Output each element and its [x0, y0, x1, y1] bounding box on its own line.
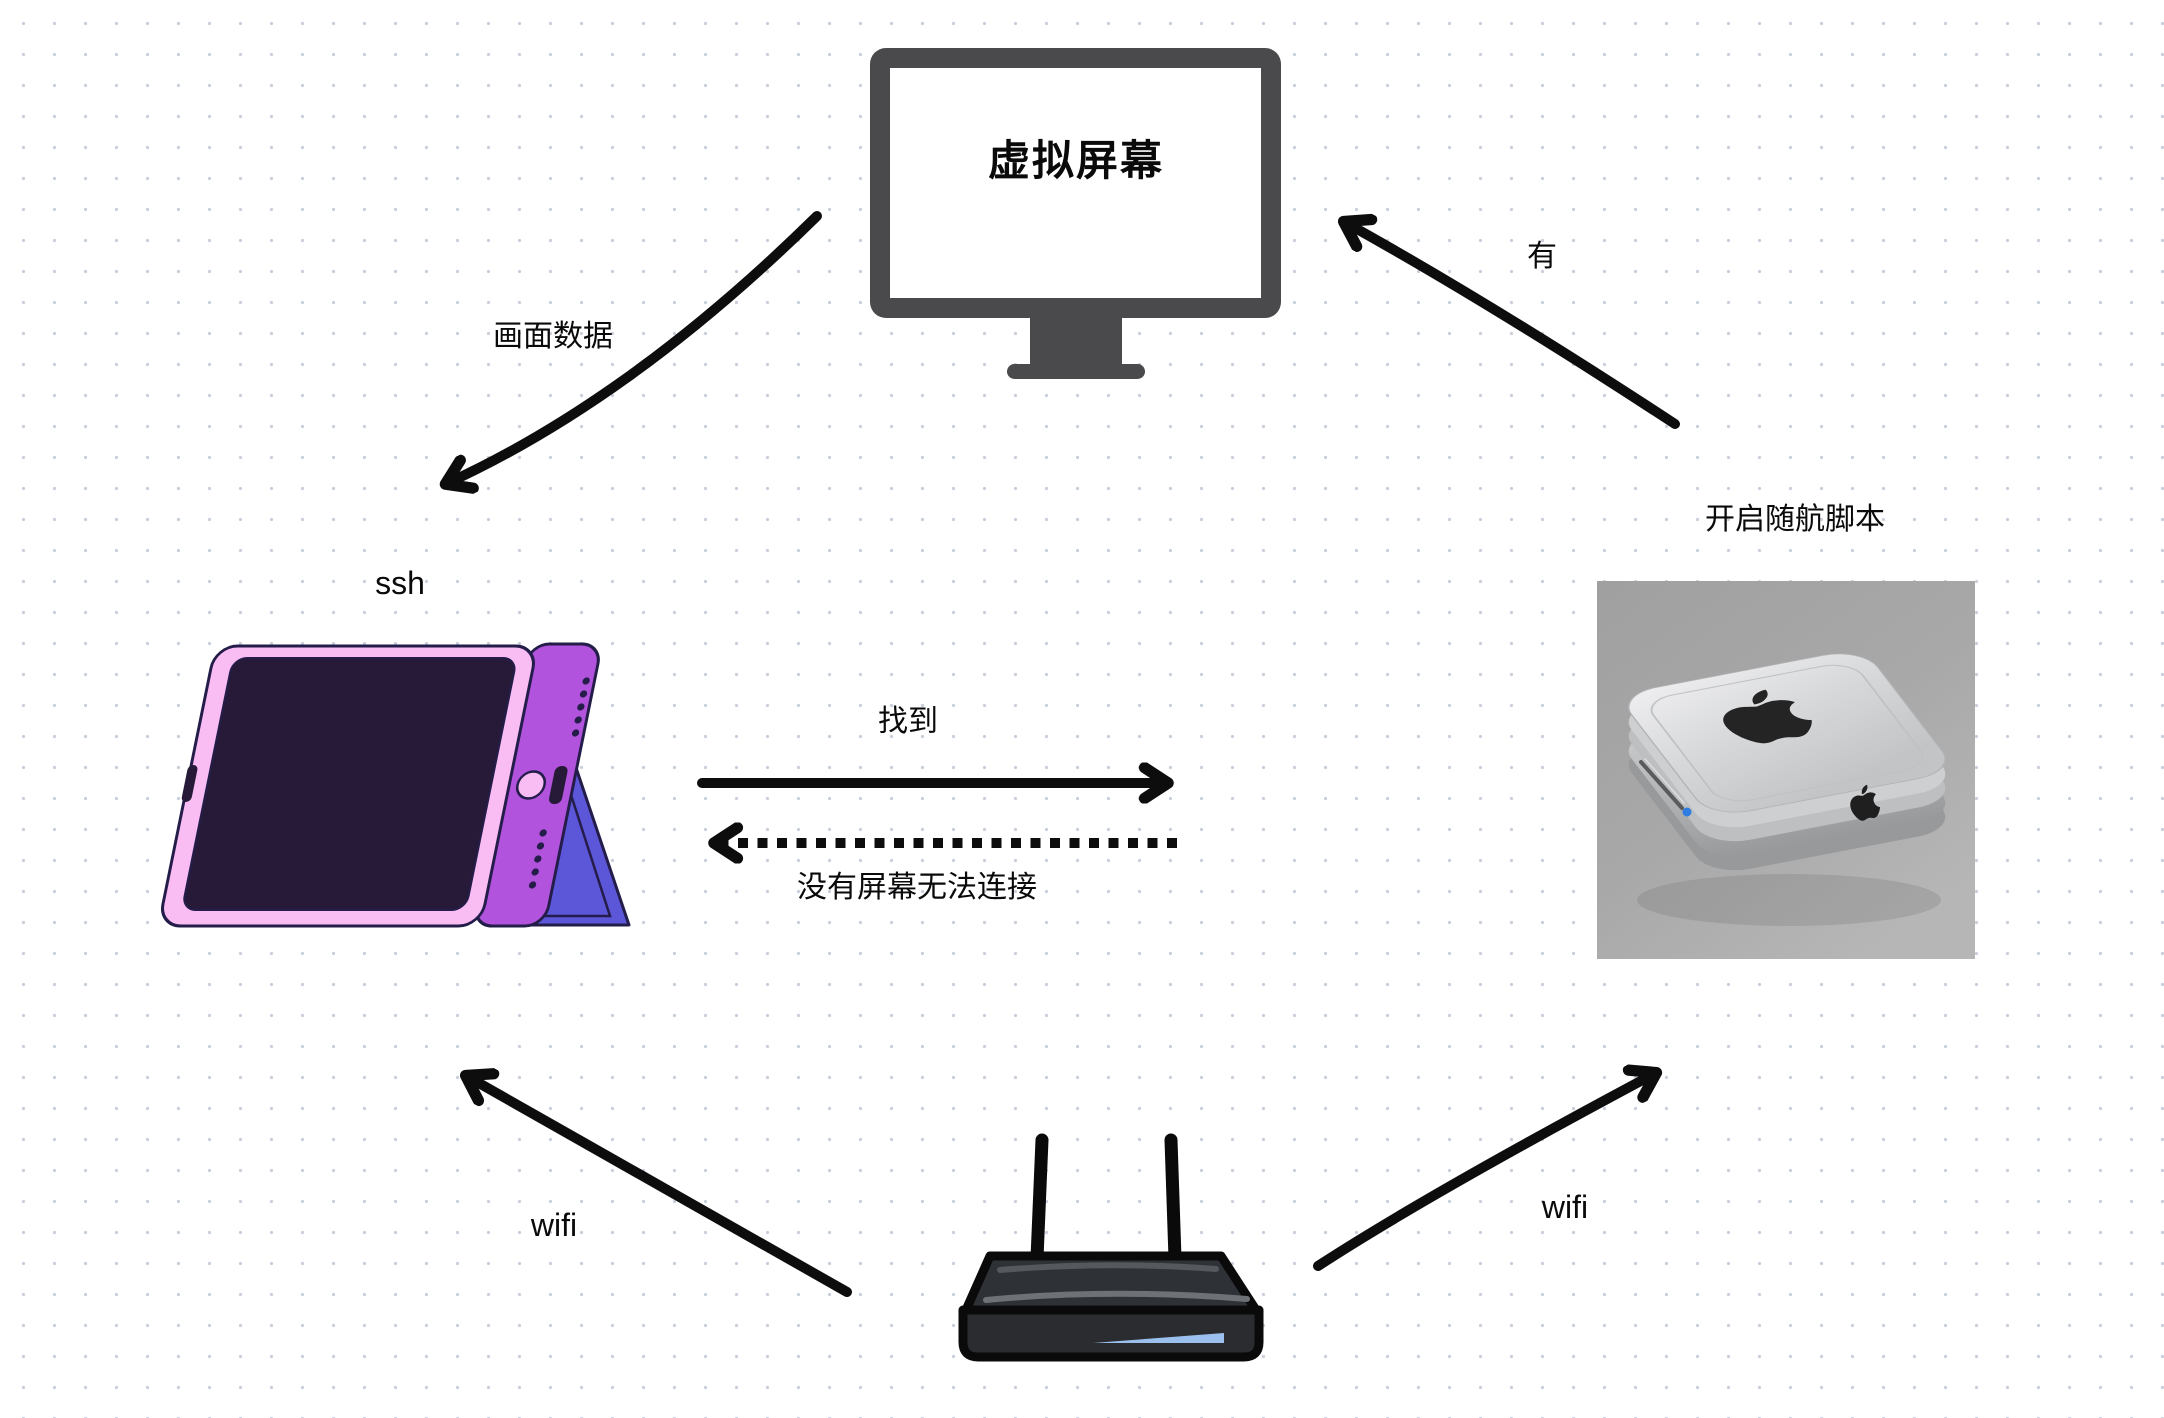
virtual-screen-label: 虚拟屏幕: [987, 136, 1165, 184]
router-highlight-1: [997, 1262, 1219, 1273]
edge-label-have: 有: [1527, 240, 1557, 273]
mac-mini-disc-slot: [1639, 760, 1684, 810]
edge-label-no-screen: 没有屏幕无法连接: [797, 871, 1037, 904]
mac-mini-slot-highlight: [1644, 758, 1685, 804]
monitor-screen: [890, 68, 1261, 298]
ipad-camera-slot: [181, 765, 198, 802]
router-front-face: [958, 1305, 1264, 1362]
apple-logo-top: [1723, 689, 1812, 744]
mac-mini-photo: [1597, 581, 1975, 959]
ipad-screen: [183, 657, 516, 911]
edge-label-found: 找到: [878, 705, 938, 738]
router-led-strip: [1093, 1333, 1224, 1343]
router-antenna-left: [1030, 1133, 1049, 1265]
router-illustration: [958, 1133, 1264, 1362]
ipad-label-ssh: ssh: [375, 564, 425, 601]
ipad-illustration: [160, 642, 631, 928]
monitor-base: [1007, 364, 1145, 379]
edge-label-wifi-left: wifi: [530, 1206, 578, 1243]
ipad-charge-port: [549, 766, 568, 804]
edge-label-wifi-right: wifi: [1541, 1188, 1589, 1225]
ipad-home-button: [515, 770, 547, 800]
mac-mini-label-sidecar: 开启随航脚本: [1705, 503, 1885, 536]
monitor-illustration: [870, 48, 1281, 379]
edge-label-screen-data: 画面数据: [493, 320, 613, 353]
ipad-speaker-dots-upper: [571, 677, 590, 737]
arrow-screen-data: [450, 211, 822, 482]
arrow-wifi-left: [470, 1078, 852, 1297]
arrow-wifi-right: [1313, 1075, 1652, 1271]
ipad-speaker-dots-lower: [528, 829, 547, 889]
arrow-have: [1348, 224, 1680, 429]
router-highlight-2: [983, 1290, 1250, 1303]
apple-logo-front: [1850, 784, 1881, 821]
router-antenna-right: [1164, 1133, 1182, 1265]
monitor-neck: [1030, 316, 1122, 370]
mac-mini-top-face: [1627, 653, 1947, 813]
mac-mini-reflection: [1637, 874, 1941, 926]
mac-mini-power-light: [1682, 807, 1692, 817]
